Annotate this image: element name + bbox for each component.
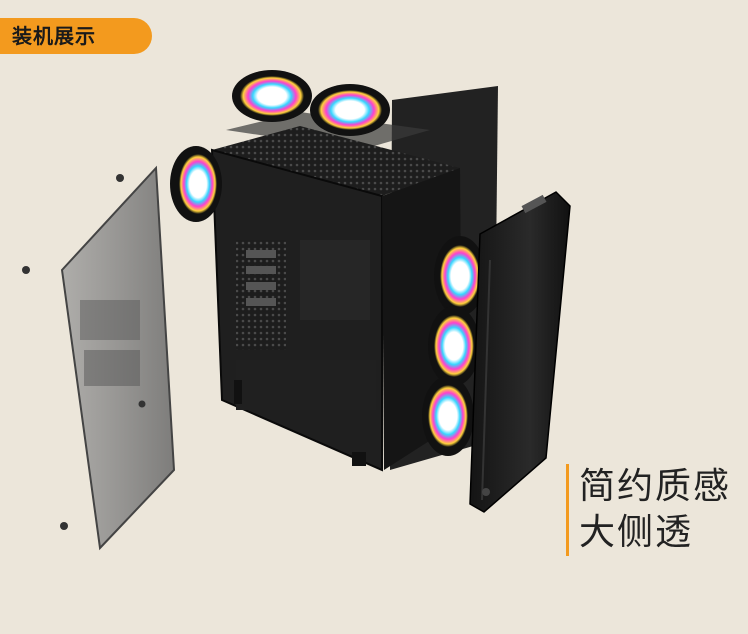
rear-fan bbox=[170, 146, 222, 222]
chassis-top bbox=[212, 126, 460, 196]
screw-icon bbox=[116, 174, 124, 182]
front-fan bbox=[422, 376, 474, 456]
screw-icon bbox=[60, 522, 68, 530]
front-fan bbox=[428, 306, 480, 386]
screw-icon bbox=[22, 266, 30, 274]
front-panel bbox=[469, 191, 571, 513]
slogan: 简约质感 大侧透 bbox=[566, 464, 731, 556]
section-badge-label: 装机展示 bbox=[12, 24, 96, 48]
screw-icon bbox=[138, 400, 146, 408]
section-badge: 装机展示 bbox=[0, 18, 152, 54]
top-fan bbox=[232, 70, 312, 122]
front-fan bbox=[434, 236, 486, 316]
slogan-line-1: 简约质感 bbox=[579, 466, 732, 507]
top-fan bbox=[310, 84, 390, 136]
slogan-line-2: 大侧透 bbox=[579, 512, 694, 553]
power-button-icon bbox=[482, 488, 490, 496]
